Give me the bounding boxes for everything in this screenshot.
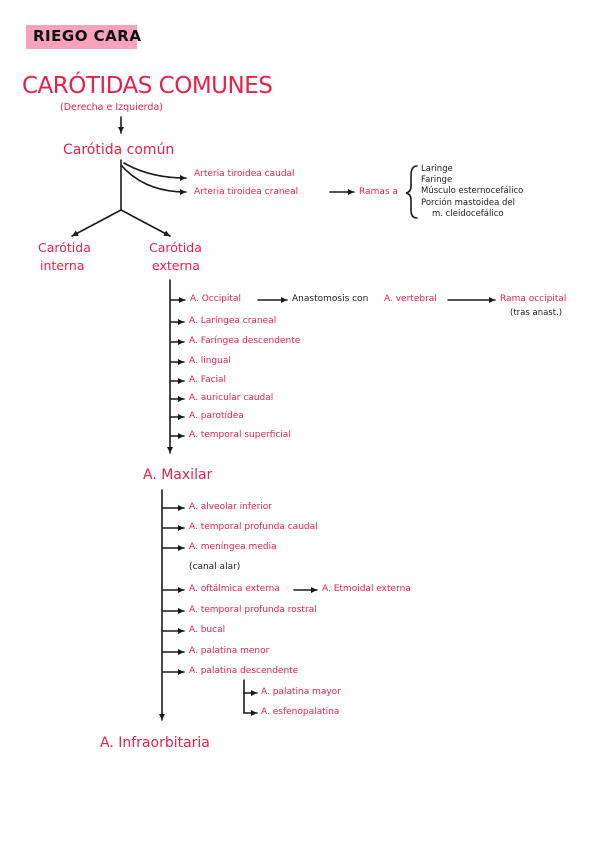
maxilar-branch: A. oftálmica externa xyxy=(189,584,280,594)
maxilar-branch: A. bucal xyxy=(189,625,226,635)
tiroidea-caudal-label: Arteria tiroidea caudal xyxy=(194,169,295,179)
tiroidea-craneal-label: Arteria tiroidea craneal xyxy=(194,187,299,197)
branch-auricular: A. auricular caudal xyxy=(189,393,274,403)
maxilar-branch: A. palatina descendente xyxy=(189,666,299,676)
carotida-externa-line2: externa xyxy=(152,258,200,273)
arrow-tiroidea-caudal xyxy=(123,162,187,181)
anastomosis-label: Anastomosis con xyxy=(292,294,369,304)
branch-facial: A. Facial xyxy=(189,375,227,385)
maxilar-branch: A. palatina menor xyxy=(189,646,270,656)
arrow-carotida-externa xyxy=(120,209,171,237)
title-highlight xyxy=(26,25,137,49)
maxilar-branch: A. alveolar inferior xyxy=(189,502,272,512)
palatina-sub-branch: A. palatina mayor xyxy=(261,687,341,697)
infraorbitaria-label: A. Infraorbitaria xyxy=(100,735,210,751)
main-title: CARÓTIDAS COMUNES xyxy=(22,73,273,99)
carotida-externa-line1: Carótida xyxy=(149,240,202,255)
page-title: RIEGO CARA xyxy=(33,27,142,45)
vertebral-label: A. vertebral xyxy=(384,294,437,304)
rama-item: m. cleidocefálico xyxy=(432,209,504,219)
branch-parotidea: A. parotídea xyxy=(189,411,244,421)
rama-item: Músculo esternocefálico xyxy=(421,186,524,196)
maxilar-label: A. Maxilar xyxy=(143,467,213,483)
branch-temporal-superficial: A. temporal superficial xyxy=(189,430,291,440)
rama-occipital-label: Rama occipital xyxy=(500,294,567,304)
palatina-sub-branch: A. esfenopalatina xyxy=(261,707,340,717)
branch-faringea: A. Faríngea descendente xyxy=(189,336,301,346)
maxilar-branch: A. temporal profunda rostral xyxy=(189,605,317,615)
branch-occipital: A. Occipital xyxy=(190,294,241,304)
arrow-carotida-interna xyxy=(71,209,122,237)
rama-item: Faringe xyxy=(421,175,453,185)
maxilar-branch: A. meníngea media xyxy=(189,542,277,552)
etmoidal-label: A. Etmoidal externa xyxy=(322,584,411,594)
carotida-interna-line2: interna xyxy=(40,258,85,273)
carotida-interna-line1: Carótida xyxy=(38,240,91,255)
tras-anast-label: (tras anast.) xyxy=(510,308,563,318)
maxilar-branch: A. temporal profunda caudal xyxy=(189,522,318,532)
carotida-comun-label: Carótida común xyxy=(63,142,175,158)
branch-laringea: A. Laríngea craneal xyxy=(189,316,277,326)
branch-lingual: A. lingual xyxy=(189,356,231,366)
rama-item: Porción mastoidea del xyxy=(421,198,515,208)
main-subtitle: (Derecha e Izquierda) xyxy=(60,102,163,113)
canal-alar-note: (canal alar) xyxy=(189,562,241,572)
ramas-label: Ramas a xyxy=(359,187,398,197)
ramas-brace xyxy=(405,165,418,219)
arrow-tiroidea-craneal xyxy=(121,165,187,195)
rama-item: Laringe xyxy=(421,164,453,174)
